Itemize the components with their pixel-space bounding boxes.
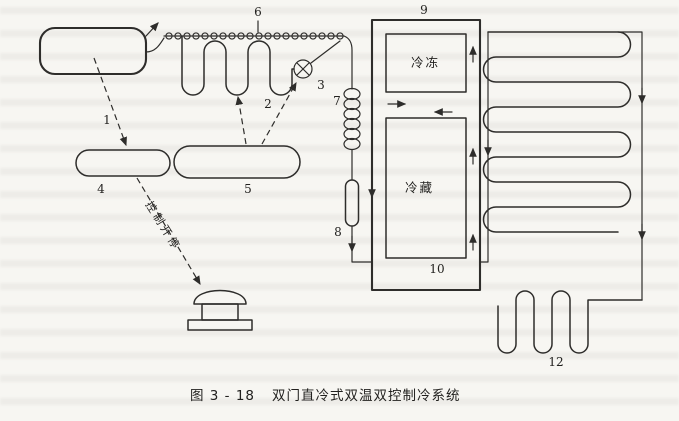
- label-4: 4: [97, 182, 105, 196]
- motor-dome: [193, 289, 247, 305]
- motor-base: [187, 319, 253, 331]
- tube-beads: [165, 32, 344, 40]
- label-2: 2: [264, 97, 272, 111]
- compressor-box: [38, 22, 165, 76]
- bottom-coil: [497, 290, 643, 354]
- motor-unit: [187, 289, 253, 331]
- control-line-4-to-motor: [136, 177, 201, 286]
- drier-filter-icon: [293, 40, 341, 79]
- label-12: 12: [548, 355, 563, 369]
- back-condenser-coil: [479, 31, 646, 301]
- motor-body: [201, 303, 239, 321]
- anti-dew-tube: [163, 20, 345, 40]
- label-5: 5: [244, 182, 252, 196]
- caption-title: 双门直冷式双温双控制冷系统: [272, 388, 461, 404]
- condenser-serpentine: [181, 35, 295, 96]
- label-6: 6: [254, 5, 262, 19]
- label-3: 3: [317, 78, 325, 92]
- fridge-evaporator-box: [385, 117, 467, 259]
- fridge-label: 冷藏: [405, 180, 434, 195]
- sense-line-5-to-coil: [235, 95, 247, 145]
- capillary-coil: [343, 35, 361, 181]
- label-10: 10: [429, 262, 444, 276]
- right-return-line: [617, 31, 643, 301]
- caption-number: 图 3 - 18: [190, 388, 255, 404]
- label-7: 7: [333, 94, 341, 108]
- cabinet-outline: 冷冻 冷藏: [368, 18, 482, 292]
- sense-line-5-to-filter: [261, 81, 297, 145]
- label-1: 1: [103, 113, 111, 127]
- label-8: 8: [334, 225, 342, 239]
- control-start-stop-text: 控制开停: [143, 198, 185, 253]
- freezer-evaporator-box: [385, 33, 467, 93]
- figure-caption: 图 3 - 18 双门直冷式双温双控制冷系统: [190, 388, 461, 404]
- discharge-flow-arrow: [145, 22, 159, 37]
- component-number-labels: 1 2 3 4 5 6 7 8 9 10 12: [97, 3, 563, 369]
- accumulator: [344, 179, 373, 263]
- sense-line-compressor-to-4: [93, 57, 127, 147]
- thermostat-capsule-5: [173, 145, 301, 179]
- control-dashed-lines: 控制开停: [93, 57, 297, 286]
- freezer-label: 冷冻: [411, 55, 440, 70]
- thermostat-capsule-4: [75, 149, 171, 177]
- label-9: 9: [420, 3, 428, 17]
